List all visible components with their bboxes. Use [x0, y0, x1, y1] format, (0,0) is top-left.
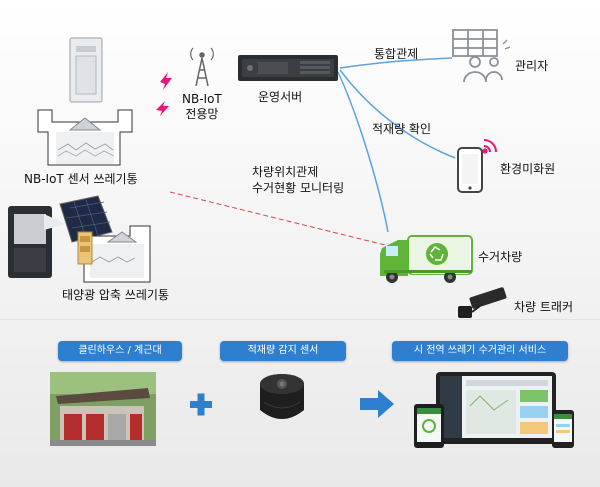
- control-room-icon: [452, 29, 511, 83]
- smartphone-icon: [457, 147, 483, 193]
- garbage-truck-icon: [380, 235, 473, 283]
- server-icon: [238, 55, 338, 81]
- env-officer-label: 환경미화원: [500, 162, 556, 176]
- sensor-pill: 적재량 감지 센서: [220, 341, 346, 361]
- network-diagram: [0, 29, 600, 320]
- antenna-icon: [190, 47, 214, 87]
- integrated-control-label: 통합관제: [374, 47, 419, 61]
- link-server-admin: [339, 57, 453, 69]
- nb-iot-network-label: NB-IoT 전용망: [182, 92, 222, 121]
- link-server-phone: [339, 69, 456, 159]
- tracker-icon: [458, 287, 507, 318]
- nb-bin-label: NB-IoT 센서 쓰레기통: [24, 172, 138, 186]
- bottom-graphics: [50, 372, 574, 448]
- admin-label: 관리자: [515, 59, 549, 73]
- load-check-label: 적재량 확인: [372, 122, 432, 136]
- tracker-label: 차량 트래커: [514, 300, 574, 314]
- clean-house-photo: [50, 372, 156, 446]
- lightning-icon: [156, 72, 172, 116]
- vehicle-monitor-label: 차량위치관제 수거현황 모니터링: [252, 165, 345, 195]
- signal-icon: [482, 139, 497, 154]
- server-label: 운영서버: [258, 90, 303, 104]
- sensor-photo: [260, 374, 304, 419]
- nb-iot-bin-icon: [37, 37, 133, 166]
- plus-icon: [190, 393, 212, 416]
- service-devices-photo: [414, 372, 574, 448]
- clean-house-pill: 클린하우스 / 계근대: [58, 341, 182, 361]
- solar-bin-label: 태양광 압축 쓰레기통: [62, 288, 169, 302]
- link-server-truck: [337, 71, 389, 233]
- arrow-right-icon: [360, 390, 394, 418]
- truck-label: 수거차량: [478, 250, 523, 264]
- solar-bin-icon: [8, 195, 151, 283]
- link-bin-truck: [169, 191, 386, 246]
- service-pill: 시 전역 쓰레기 수거관리 서비스: [392, 341, 568, 361]
